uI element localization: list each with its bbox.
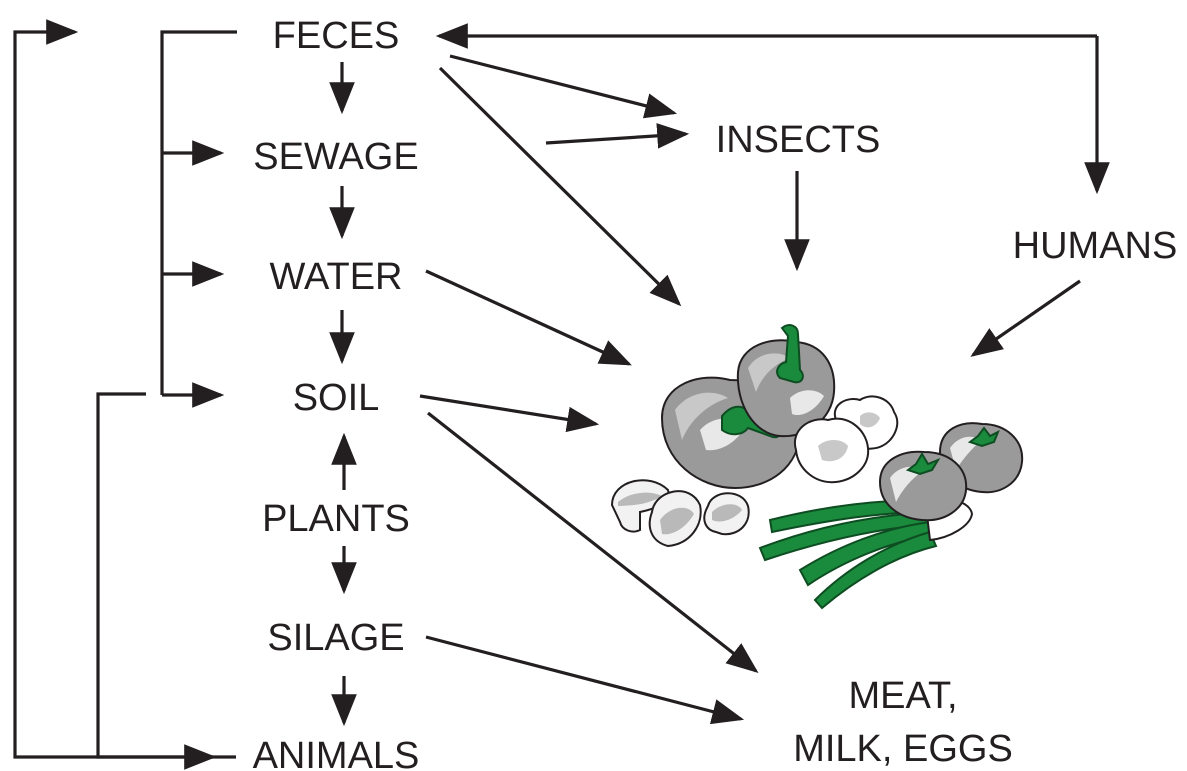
label-humans: HUMANS: [1013, 225, 1178, 267]
label-products-line1: MEAT,: [848, 675, 957, 717]
arrow-feces-to-vegetables: [440, 68, 679, 304]
label-feces: FECES: [273, 15, 400, 57]
arrow-soil-to-vegetables: [420, 396, 596, 424]
arrow-water-to-vegetables: [426, 271, 629, 364]
label-sewage: SEWAGE: [253, 136, 418, 178]
bracket-line: [162, 32, 237, 395]
mushrooms: [612, 480, 749, 546]
label-water: WATER: [270, 256, 403, 298]
label-plants: PLANTS: [262, 498, 410, 540]
arrow-feces-to-insects: [450, 56, 674, 113]
arrow-humans-to-vegetables: [973, 281, 1080, 355]
feces-bracket: [162, 32, 237, 395]
label-products-line2: MILK, EGGS: [793, 728, 1013, 770]
label-animals: ANIMALS: [253, 735, 420, 771]
label-soil: SOIL: [293, 377, 380, 419]
label-insects: INSECTS: [716, 119, 881, 161]
label-silage: SILAGE: [267, 617, 404, 659]
loop-soil-to-animals: [98, 394, 213, 757]
vegetables-illustration: [612, 325, 1022, 608]
arrow-silage-to-meat: [426, 637, 741, 719]
tomatoes: [880, 423, 1022, 520]
arrow-sewage-to-insects: [546, 134, 686, 143]
